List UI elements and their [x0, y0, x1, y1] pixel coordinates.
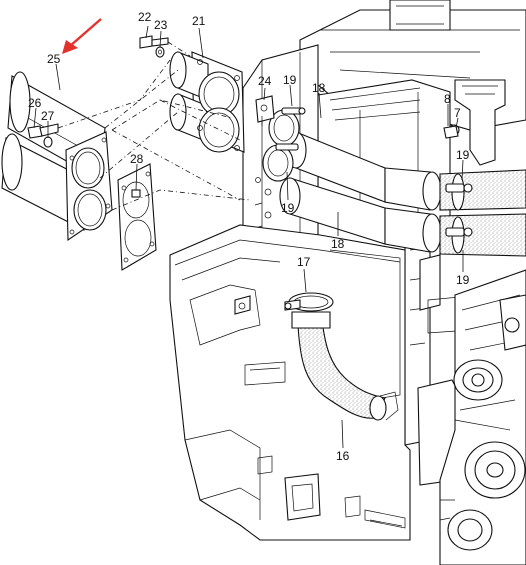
callout-21: 21: [192, 14, 206, 28]
small-bracket-24: [255, 95, 275, 126]
callout-28: 28: [130, 152, 144, 166]
washer-23: [155, 46, 165, 58]
engine-block: [439, 269, 526, 565]
v-band-clamps-left: [262, 107, 306, 182]
gasket-28: [117, 163, 157, 271]
assembly-centerlines: [57, 41, 251, 211]
callout-18-a: 18: [312, 81, 326, 95]
callout-24: 24: [258, 74, 272, 88]
highlight-arrow: [62, 18, 102, 54]
flange-assembly-21: [169, 51, 245, 153]
callout-27: 27: [41, 109, 55, 123]
callout-17: 17: [297, 255, 311, 269]
lower-exhaust-hose: [297, 319, 399, 421]
bolt-26: [27, 123, 59, 139]
washer-27: [43, 136, 53, 148]
callout-25: 25: [47, 52, 61, 66]
callout-26: 26: [28, 96, 42, 110]
hose-clamps-right: [445, 183, 473, 237]
leader-lines: [33, 25, 464, 449]
callout-19-d: 19: [456, 273, 470, 287]
callout-19-b: 19: [456, 148, 470, 162]
callout-19-a: 19: [283, 73, 297, 87]
flange-plate: [65, 131, 113, 242]
callout-19-c: 19: [281, 201, 295, 215]
callout-8: 8: [444, 92, 451, 106]
bolt-22: [139, 35, 169, 49]
callout-22: 22: [138, 10, 152, 24]
callout-18-b: 18: [331, 237, 345, 251]
exhaust-pipe-lower: [279, 177, 386, 245]
band-clamp-17: [284, 292, 334, 329]
callout-labels: 25 22 23 21 24 19 18 26 27 28 8 7 19 19 …: [28, 10, 470, 463]
nut-8: [443, 125, 459, 139]
callout-7: 7: [454, 106, 461, 120]
callout-23: 23: [154, 18, 168, 32]
callout-16: 16: [336, 449, 350, 463]
